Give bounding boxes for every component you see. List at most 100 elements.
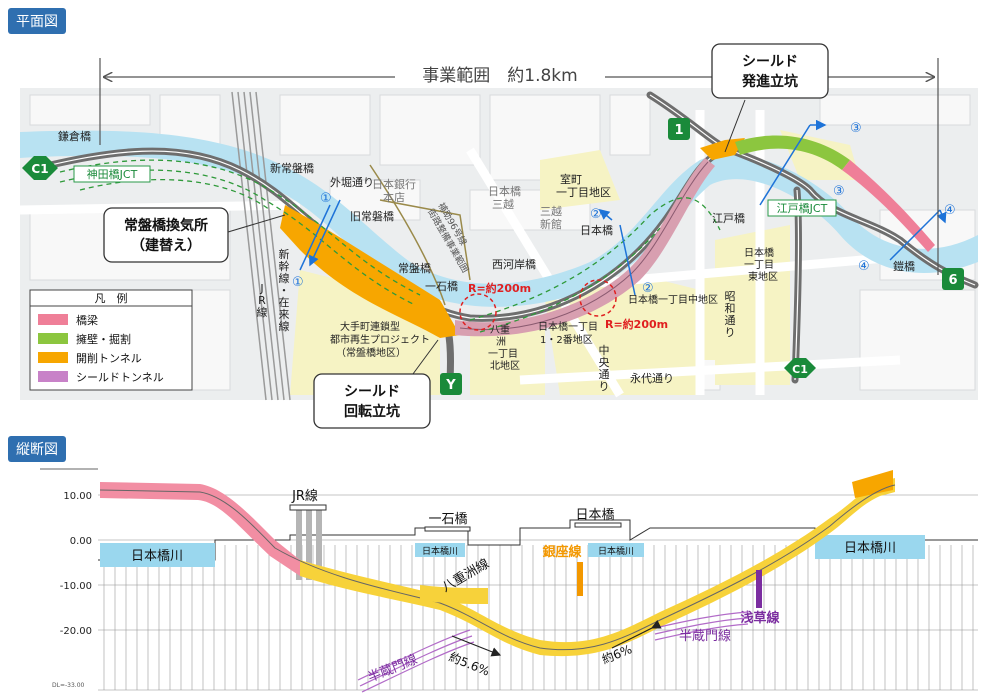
section-4-line — [889, 209, 941, 261]
svg-text:和: 和 — [725, 302, 736, 315]
jct-edobashi-box — [767, 199, 837, 217]
label-edobashi: 江戸橋 — [712, 211, 745, 225]
svg-text:C1: C1 — [792, 363, 808, 376]
label-nh-east-3: 東地区 — [748, 270, 778, 283]
river-right-label: 日本橋川 — [844, 541, 896, 556]
river-mid2-label: 日本橋川 — [598, 545, 634, 557]
svg-text:線: 線 — [279, 271, 290, 285]
hanzomon-right-lines — [654, 611, 749, 641]
label-ginza-line: 銀座線 — [542, 544, 582, 560]
profile-shield-band — [300, 478, 895, 657]
label-yaesu-4: 北地区 — [490, 359, 520, 372]
profile-view-tag: 縦断図 — [8, 436, 66, 462]
vertical-labels: 新 幹 線 ・ 在 来 線 J R 線 昭 和 通 り 中 央 通 り — [257, 247, 736, 393]
label-yaesu-2: 洲 — [496, 336, 506, 348]
svg-text:央: 央 — [599, 356, 610, 369]
label-otemachi-1: 大手町連鎖型 — [340, 320, 400, 333]
y-label-minus20: -20.00 — [60, 626, 92, 637]
y-label-minus10: -10.00 — [60, 581, 92, 592]
cut-tunnel-east — [700, 138, 745, 160]
legend-swatch-shield — [38, 371, 68, 382]
svg-text:来: 来 — [279, 308, 290, 321]
callout-turn-pointer — [409, 339, 439, 379]
label-hanzomon-right: 半蔵門線 — [679, 628, 731, 644]
retaining-wall — [735, 135, 850, 170]
callout-shield-turn-2: 回転立坑 — [344, 403, 400, 420]
route-badge-c1-west: C1 — [22, 156, 58, 180]
label-nihonbashi-top: 日本橋 — [580, 223, 613, 237]
callout-ventilation-2: （建替え） — [131, 237, 201, 254]
jct-kandabashi-box — [73, 165, 151, 183]
svg-text:J: J — [259, 282, 263, 295]
marker-2b: ② — [642, 281, 654, 296]
callout-shield-launch-box — [711, 43, 829, 99]
ginza-line-mark — [577, 562, 583, 596]
legend-label-wall: 擁壁・掘割 — [76, 332, 131, 346]
cut-tunnel-west — [280, 205, 460, 338]
callout-shield-launch-2: 発進立坑 — [741, 73, 798, 90]
label-mitsukoshi-1: 日本橋 — [488, 184, 521, 198]
plan-view-tag: 平面図 — [8, 8, 66, 34]
callout-ventilation-1: 常盤橋換気所 — [124, 217, 208, 234]
svg-text:・: ・ — [279, 284, 290, 297]
label-muromachi-1: 室町 — [560, 172, 582, 186]
svg-text:昭: 昭 — [725, 290, 736, 303]
label-kabutobashi: 鎧橋 — [893, 259, 915, 273]
svg-text:1: 1 — [674, 123, 683, 138]
svg-text:り: り — [599, 380, 610, 393]
jr-deck — [289, 504, 327, 511]
svg-text:り: り — [725, 326, 736, 339]
section-2-line — [619, 224, 636, 296]
route-badge-6: 6 — [942, 268, 964, 290]
legend-label-bridge: 橋梁 — [76, 313, 98, 327]
ichikokubashi-deck — [424, 526, 471, 532]
slope-left-arrow — [451, 635, 502, 657]
radius-circle-east — [579, 279, 617, 317]
place-labels: 鎌倉橋 新常盤橋 外堀通り 日本銀行 本店 旧常磐橋 日本橋 三越 室町 一丁目… — [58, 129, 915, 385]
shield-tunnel-centerline — [459, 161, 709, 331]
svg-text:通: 通 — [599, 368, 610, 381]
label-ichikokubashi-profile: 一石橋 — [428, 512, 467, 527]
river-mid2-box — [588, 543, 644, 557]
marker-4a: ④ — [944, 203, 956, 218]
label-kamakurabashi: 鎌倉橋 — [58, 129, 91, 143]
svg-text:新: 新 — [279, 247, 290, 261]
svg-text:幹: 幹 — [279, 259, 290, 273]
y-label-0: 0.00 — [70, 536, 92, 547]
nihonbashi-deck — [574, 522, 622, 528]
svg-text:線: 線 — [279, 319, 290, 333]
section-3-line — [759, 124, 811, 206]
project-range-label: 事業範囲 約1.8km — [422, 66, 577, 86]
profile-y-axis: 10.00 0.00 -10.00 -20.00 — [60, 491, 92, 637]
label-ichikokubashi: 一石橋 — [425, 279, 458, 293]
callout-shield-turn-1: シールド — [344, 384, 400, 400]
shield-tunnel — [455, 158, 715, 337]
label-nh-east-2: 一丁目 — [744, 260, 774, 271]
marker-2a: ② — [590, 207, 602, 222]
bottom-datum: DL=-33.00 — [52, 682, 85, 689]
profile-cut-east — [852, 470, 893, 498]
label-asakusa-line: 浅草線 — [740, 610, 780, 626]
label-nishigashi: 西河岸橋 — [492, 257, 536, 271]
callout-shield-turn-box — [313, 373, 431, 429]
svg-text:Y: Y — [445, 378, 456, 393]
profile-ground-line — [98, 519, 978, 561]
label-eitai: 永代通り — [630, 371, 674, 385]
marker-3a: ③ — [850, 121, 862, 136]
label-nh12-1: 日本橋一丁目 — [538, 320, 598, 333]
radius-label-east: R=約200m — [605, 317, 668, 331]
hojo96-range — [379, 199, 471, 281]
asakusa-line-mark — [756, 570, 762, 608]
marker-1a: ① — [320, 191, 332, 206]
svg-text:C1: C1 — [31, 162, 48, 176]
label-boj-2: 本店 — [383, 190, 405, 204]
label-otemachi-3: （常盤橋地区） — [336, 346, 406, 359]
section-1-line — [299, 204, 331, 271]
legend-swatch-bridge — [38, 314, 68, 325]
river-left-label: 日本橋川 — [131, 549, 183, 564]
profile-vgrid — [103, 545, 974, 690]
callout-launch-pointer — [724, 99, 746, 153]
label-muromachi-2: 一丁目地区 — [556, 186, 611, 199]
